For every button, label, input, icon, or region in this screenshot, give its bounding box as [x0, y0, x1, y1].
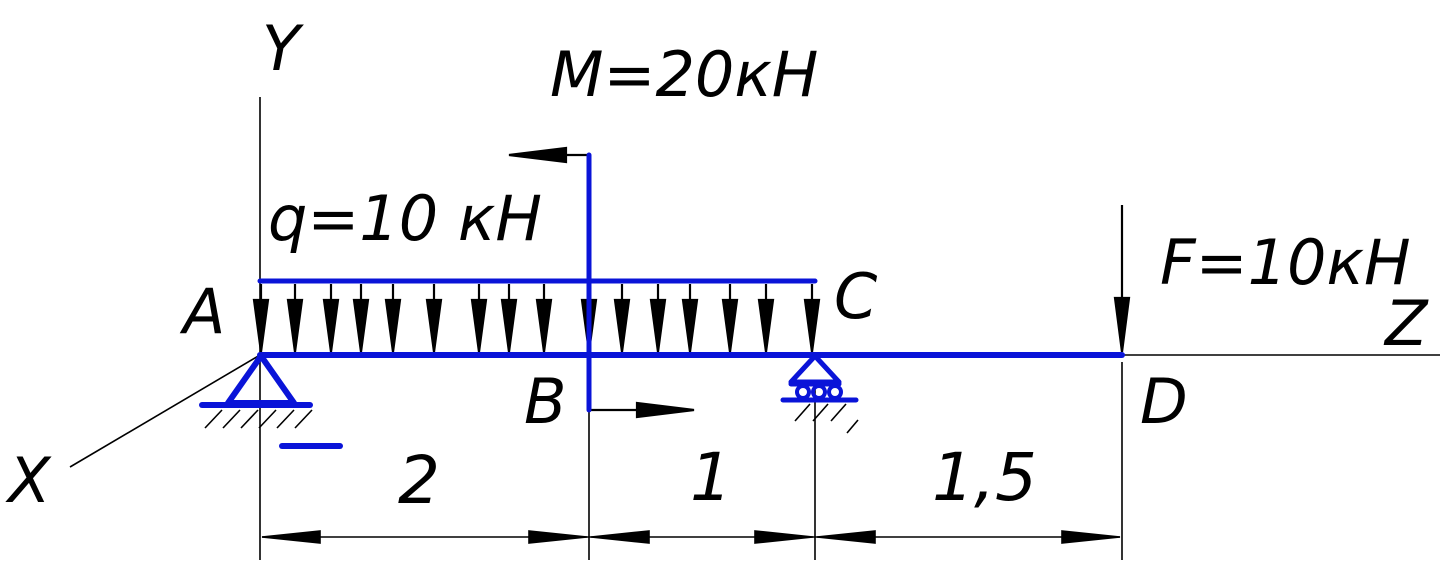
axis-x-label: X	[5, 444, 52, 517]
blue-elements	[199, 152, 1125, 449]
load-arrow	[470, 284, 488, 353]
distributed-load-arrows	[252, 284, 821, 353]
dim-arrow	[1061, 530, 1121, 544]
load-arrow	[613, 284, 631, 353]
dim-arrow	[590, 530, 650, 544]
load-arrow	[384, 284, 402, 353]
point-c-label: C	[834, 260, 878, 333]
dim-arrow	[754, 530, 814, 544]
moment-top-arrowhead	[508, 146, 568, 164]
load-arrow	[322, 284, 340, 353]
axes	[69, 97, 1440, 560]
roller-support-c	[788, 353, 842, 385]
labels: Y M=20кН q=10 кН F=10кН Z A C B D X 2 1 …	[5, 12, 1429, 519]
dimension-line	[261, 530, 1121, 544]
dimension-extension-lines	[588, 362, 1123, 560]
load-arrow	[681, 284, 699, 353]
point-d-label: D	[1140, 365, 1188, 438]
roller-wheel	[795, 384, 811, 400]
force-f-arrow	[1113, 205, 1131, 353]
dim-arrow	[528, 530, 588, 544]
axis-y-label: Y	[262, 12, 304, 85]
distributed-load-label: q=10 кН	[268, 182, 542, 255]
dimension-bc-label: 1	[690, 439, 732, 516]
roller-wheel	[811, 384, 827, 400]
load-arrow	[803, 284, 821, 353]
load-arrow	[352, 284, 370, 353]
load-arrow	[252, 284, 270, 353]
dim-arrow	[816, 530, 876, 544]
moment-bottom-arrowhead	[635, 401, 695, 419]
point-a-label: A	[179, 275, 225, 348]
load-arrow	[500, 284, 518, 353]
x-axis-line	[69, 354, 261, 468]
load-arrow	[721, 284, 739, 353]
moment-arrows	[508, 146, 695, 419]
pin-support-a	[225, 353, 297, 406]
load-arrow	[757, 284, 775, 353]
point-b-label: B	[524, 365, 567, 438]
ground-hatching	[204, 403, 859, 434]
dimension-cd-label: 1,5	[932, 439, 1037, 516]
load-arrow	[286, 284, 304, 353]
dimension-ab-label: 2	[398, 442, 440, 519]
force-label: F=10кН	[1160, 226, 1411, 299]
moment-label: M=20кН	[550, 38, 818, 111]
load-arrow	[649, 284, 667, 353]
load-arrow	[425, 284, 443, 353]
load-arrow	[535, 284, 553, 353]
axis-z-label: Z	[1383, 287, 1429, 360]
dim-arrow	[261, 530, 321, 544]
roller-wheel	[827, 384, 843, 400]
